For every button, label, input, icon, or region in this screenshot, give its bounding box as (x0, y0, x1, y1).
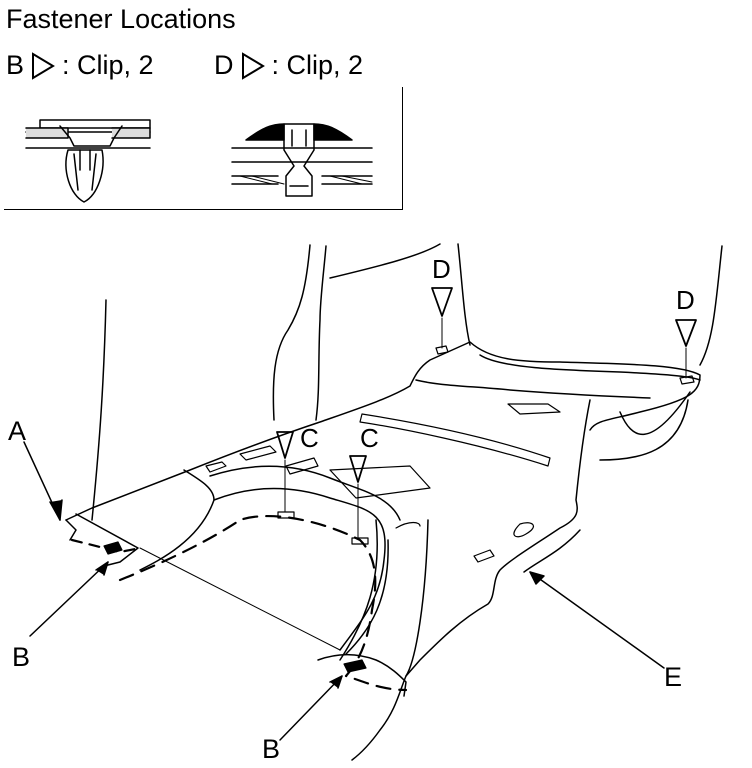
callout-a: A (8, 416, 27, 446)
marker-c-left: C (300, 423, 319, 453)
legend-item-clip-b: B : Clip, 2 (6, 50, 154, 81)
legend-item-clip-d: D : Clip, 2 (214, 50, 363, 81)
triangle-marker-icon (32, 51, 55, 80)
callout-b-right: B (262, 734, 281, 764)
triangle-marker-icon (276, 287, 697, 483)
marker-d-right: D (676, 285, 695, 315)
marker-c-right: C (360, 423, 379, 453)
marker-d-left: D (432, 254, 451, 284)
legend-text: : Clip, 2 (271, 50, 364, 80)
legend-text: : Clip, 2 (62, 50, 154, 80)
triangle-marker-icon (241, 51, 265, 80)
clip-d-icon (231, 123, 373, 197)
clip-detail-box (4, 87, 403, 210)
callout-b-left: B (12, 642, 31, 672)
legend-letter: B (6, 50, 25, 80)
clip-b-icon (25, 119, 151, 203)
legend-letter: D (214, 50, 234, 80)
callout-e: E (664, 662, 683, 692)
page-title: Fastener Locations (6, 4, 236, 34)
